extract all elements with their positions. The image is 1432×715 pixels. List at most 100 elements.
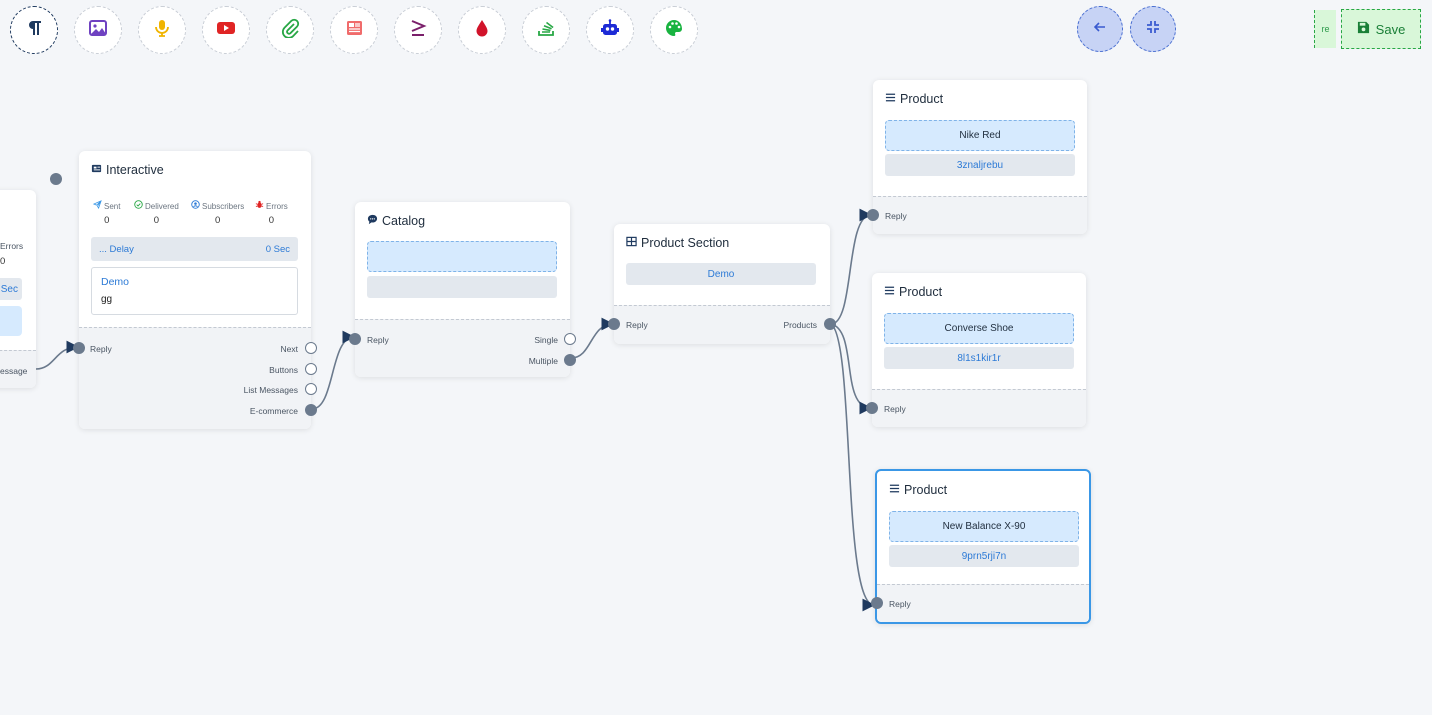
stat-value: 0 (153, 215, 160, 226)
paragraph-icon (24, 18, 44, 43)
list-icon (889, 483, 900, 497)
paperclip-tool-button[interactable] (266, 6, 314, 54)
partial-node[interactable]: Errors 0 Sec essage (0, 173, 62, 388)
newspaper-tool-button[interactable] (330, 6, 378, 54)
stat-label: Errors (266, 202, 288, 211)
wire-products-to-product-1 (830, 208, 873, 325)
output-label: Buttons (269, 364, 298, 375)
output-port[interactable] (305, 362, 317, 375)
input-port[interactable] (73, 342, 85, 354)
output-port[interactable] (305, 342, 317, 354)
product-code-chip[interactable]: 8l1s1kir1r (884, 347, 1074, 369)
product-node[interactable]: Product New Balance X-90 9prn5rji7n Repl… (871, 469, 1091, 624)
ghost-button[interactable]: re (1314, 10, 1336, 48)
wire-partial-to-interactive (35, 340, 80, 370)
palette-icon (664, 18, 684, 43)
product-name-chip[interactable]: New Balance X-90 (889, 511, 1079, 542)
microphone-tool-button[interactable] (138, 6, 186, 54)
stat-value: 0 (268, 215, 275, 226)
node-title: Interactive (79, 151, 311, 177)
product-node[interactable]: Product Nike Red 3znaljrebu Reply (867, 80, 1087, 234)
stat-label: Delivered (145, 202, 179, 211)
greater-equal-tool-button[interactable] (394, 6, 442, 54)
input-label: Reply (884, 404, 906, 414)
greater-equal-icon (408, 18, 428, 43)
section-name-chip[interactable]: Demo (626, 263, 816, 285)
save-button[interactable]: Save (1341, 9, 1421, 49)
input-port[interactable] (608, 318, 620, 330)
output-port[interactable] (305, 383, 317, 395)
node-title: Product (877, 471, 1089, 497)
output-port-multiple[interactable] (564, 354, 576, 366)
wire-multiple-to-section (570, 317, 615, 359)
input-label: Reply (885, 211, 907, 221)
output-label-multiple: Multiple (528, 356, 558, 366)
node-title: Catalog (355, 202, 570, 228)
list-icon (885, 92, 896, 106)
product-code-chip[interactable]: 3znaljrebu (885, 154, 1075, 176)
product-section-node[interactable]: Product Section Demo Reply Products (608, 224, 836, 344)
product-name-chip[interactable]: Converse Shoe (884, 313, 1074, 344)
product-name-chip[interactable]: Nike Red (885, 120, 1075, 151)
output-label-products: Products (783, 320, 817, 330)
newspaper-icon (344, 18, 364, 43)
node-footer: essage (0, 173, 62, 388)
errors-value: 0 (0, 256, 6, 267)
table-icon (626, 236, 637, 250)
catalog-image-chip[interactable] (367, 241, 557, 272)
stat-value: 0 (214, 215, 221, 226)
input-label: Reply (889, 599, 911, 609)
input-label: Reply (367, 335, 389, 345)
youtube-tool-button[interactable] (202, 6, 250, 54)
stack-tool-button[interactable] (522, 6, 570, 54)
delay-bar[interactable]: ... Delay 0 Sec (91, 237, 298, 261)
output-port[interactable] (50, 173, 62, 185)
floppy-icon (1357, 21, 1370, 37)
node-title: Product (872, 273, 1086, 299)
droplet-icon (472, 18, 492, 43)
stat-errors: Errors 0 (255, 200, 288, 226)
back-button[interactable] (1077, 6, 1123, 52)
content-chip[interactable] (0, 306, 22, 336)
palette-tool-button[interactable] (650, 6, 698, 54)
droplet-tool-button[interactable] (458, 6, 506, 54)
stack-icon (536, 18, 556, 43)
comment-icon (367, 214, 378, 228)
input-port[interactable] (866, 402, 878, 414)
collapse-button[interactable] (1130, 6, 1176, 52)
input-port[interactable] (871, 597, 883, 609)
input-label: Reply (626, 320, 648, 330)
delay-chip[interactable]: Sec (0, 278, 22, 300)
stat-label: Sent (104, 202, 121, 211)
product-code-chip[interactable]: 9prn5rji7n (889, 545, 1079, 567)
node-footer: Reply (871, 584, 1089, 622)
image-tool-button[interactable] (74, 6, 122, 54)
stat-value: 0 (104, 215, 110, 226)
output-port-products[interactable] (824, 318, 836, 330)
node-title: Product (873, 80, 1087, 106)
robot-icon (600, 18, 620, 43)
message-title: Demo (101, 276, 130, 288)
microphone-icon (152, 18, 172, 43)
product-node[interactable]: Product Converse Shoe 8l1s1kir1r Reply (866, 273, 1086, 427)
subscribers-icon (191, 200, 200, 211)
input-port[interactable] (349, 333, 361, 345)
wire-products-to-product-3 (830, 323, 876, 612)
output-port[interactable] (305, 403, 317, 416)
output-port-single[interactable] (564, 333, 576, 345)
catalog-id-chip[interactable] (367, 276, 557, 298)
output-label-single: Single (534, 335, 558, 345)
wire-products-to-product-2 (830, 323, 873, 415)
robot-tool-button[interactable] (586, 6, 634, 54)
input-port[interactable] (867, 209, 879, 221)
message-preview[interactable]: Demo gg (91, 267, 298, 315)
output-label: List Messages (243, 385, 298, 395)
errors-icon (255, 200, 264, 211)
catalog-node[interactable]: Catalog Reply Single Multiple (349, 202, 576, 377)
node-footer: Reply (866, 389, 1086, 427)
paragraph-tool-button[interactable] (10, 6, 58, 54)
wire-ecommerce-to-catalog (311, 330, 356, 410)
